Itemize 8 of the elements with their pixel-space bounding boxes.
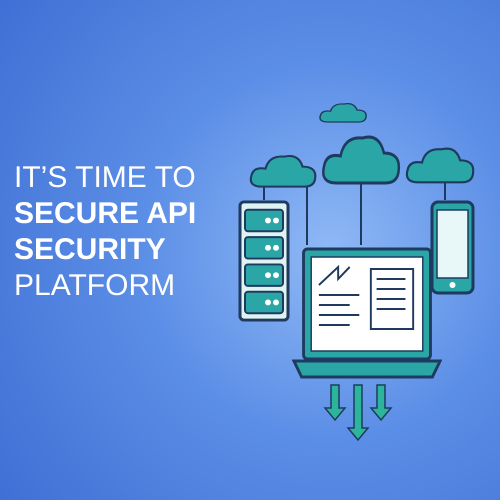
smartphone-icon [430,200,475,295]
connector-line [444,182,446,200]
cloud-icon [318,100,368,124]
connector-line [306,186,308,245]
server-rack-icon [238,200,290,322]
connector-line [263,186,265,200]
headline: IT’S TIME TO SECURE API SECURITY PLATFORM [14,160,198,304]
connector-line [360,184,362,245]
